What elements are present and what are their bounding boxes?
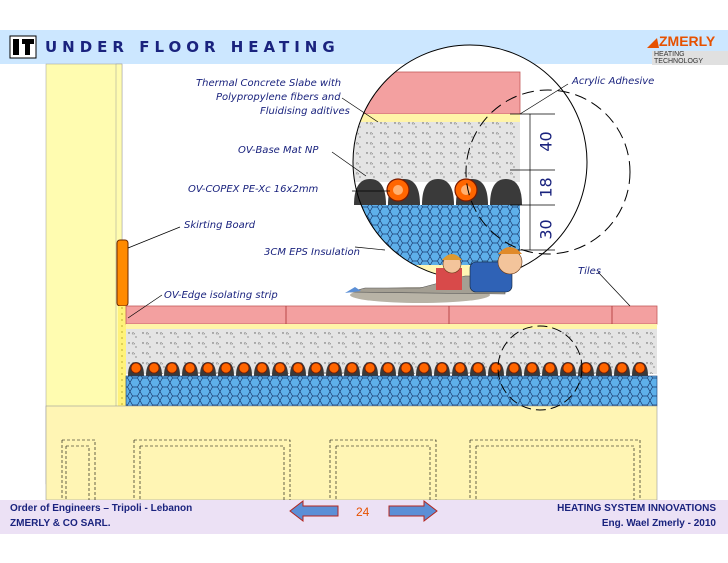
page-title: UNDER FLOOR HEATING [45,38,340,56]
label-tiles: Tiles [578,266,602,277]
dim-40: 40 [536,131,556,152]
zmerly-logo-icon [647,38,659,48]
prev-arrow-icon[interactable] [289,499,339,523]
footer-bar [0,500,728,534]
label-thermal-slab-1: Thermal Concrete Slabe with [196,78,342,89]
zoom-pipes [354,178,522,205]
label-thermal-slab-2: Polypropylene fibers and [216,92,341,103]
label-eps: 3CM EPS Insulation [264,247,360,258]
label-thermal-slab-3: Fluidising aditives [260,106,350,117]
dashed-circle-small [497,325,583,411]
dimension-lines [510,113,555,251]
label-base-mat: OV-Base Mat NP [238,145,319,156]
footer-org: Order of Engineers – Tripoli - Lebanon [10,503,193,514]
insulation-layer [125,375,658,407]
header-bar [0,30,728,64]
skirting-board [116,239,129,307]
label-skirting: Skirting Board [184,220,256,231]
beams [61,439,641,500]
cartoon-figures [345,247,523,303]
leader-lines [127,83,631,319]
dim-30: 30 [536,219,556,240]
next-arrow-icon[interactable] [388,499,438,523]
brand-logo: ZMERLY [659,33,716,49]
tile-layer [125,305,658,325]
zoom-circle [353,45,587,279]
pipe-row [128,362,648,376]
label-edge-strip: OV-Edge isolating strip [164,290,278,301]
label-acrylic-adhesive: Acrylic Adhesive [572,76,655,87]
concrete-slab [45,405,658,501]
footer-author: Eng. Wael Zmerly - 2010 [601,518,716,529]
label-copex: OV-COPEX PE-Xc 16x2mm [188,184,319,195]
footer-tagline: HEATING SYSTEM INNOVATIONS [557,503,716,514]
edge-strip [118,306,126,406]
page-number: 24 [356,505,370,519]
footer-company: ZMERLY & CO SARL. [10,518,111,529]
dim-18: 18 [536,177,556,198]
dashed-circle-large [465,89,631,255]
brand-subtitle: HEATING TECHNOLOGY [652,51,728,65]
